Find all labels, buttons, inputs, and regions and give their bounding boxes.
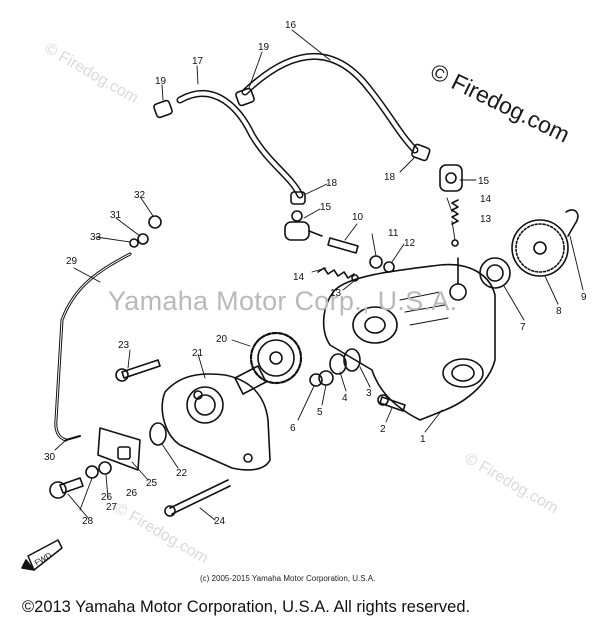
callout-1: 1: [420, 434, 426, 445]
clip-9: [565, 209, 579, 237]
washer-3: [343, 348, 361, 372]
callout-22: 22: [176, 468, 188, 479]
callout-17: 17: [192, 56, 204, 67]
driven-gear-20: [234, 331, 303, 395]
hose-17: [176, 90, 304, 199]
washer-4: [329, 353, 347, 375]
callout-3: 3: [366, 388, 372, 399]
callout-14a: 14: [293, 272, 305, 283]
small-copyright: (c) 2005-2015 Yamaha Motor Corporation, …: [200, 574, 376, 583]
callout-2: 2: [380, 424, 386, 435]
washer-11: [369, 255, 383, 269]
callout-10: 10: [352, 212, 364, 223]
callout-5: 5: [317, 407, 323, 418]
callout-7: 7: [520, 322, 526, 333]
banjo-15b: [439, 164, 463, 192]
pump-body-1: [322, 263, 496, 421]
washer-33: [129, 238, 139, 248]
callout-15a: 15: [320, 202, 332, 213]
washer-12: [383, 261, 395, 273]
bleed-screw-10: [327, 237, 359, 254]
oil-seal-7: [479, 257, 511, 289]
callout-24: 24: [214, 516, 226, 527]
callout-4: 4: [342, 393, 348, 404]
screw-2: [379, 396, 406, 412]
callout-8: 8: [556, 306, 562, 317]
footer-copyright: ©2013 Yamaha Motor Corporation, U.S.A. A…: [22, 598, 471, 616]
screw-23: [121, 359, 161, 379]
callout-32: 32: [134, 190, 146, 201]
callout-19a: 19: [258, 42, 270, 53]
callout-20: 20: [216, 334, 228, 345]
callout-13b: 13: [480, 214, 492, 225]
callout-9: 9: [581, 292, 587, 303]
clip-18b: [411, 143, 431, 162]
callout-15b: 15: [478, 176, 490, 187]
callout-33: 33: [90, 232, 102, 243]
banjo-15a: [284, 221, 310, 241]
callout-28: 28: [82, 516, 94, 527]
callout-26a: 26: [101, 492, 113, 503]
yamaha-watermark: Yamaha Motor Corp., U.S.A.: [108, 286, 458, 316]
callout-29: 29: [66, 256, 78, 267]
pin-30: [65, 435, 81, 441]
callout-21: 21: [192, 348, 204, 359]
callout-6: 6: [290, 423, 296, 434]
clip-19a: [153, 99, 173, 119]
spring-14a: [317, 267, 355, 279]
nut-31: [137, 233, 149, 245]
clip-18a: [290, 191, 306, 205]
o-ring-22: [149, 422, 167, 446]
washer-32: [148, 215, 162, 229]
lever-25: [97, 427, 141, 471]
washer-27: [85, 465, 99, 479]
callout-27: 27: [106, 502, 118, 513]
callout-13a: 13: [330, 288, 342, 299]
bolt-28: [59, 477, 84, 494]
washer-6: [309, 373, 323, 387]
callout-14b: 14: [480, 194, 492, 205]
callout-18a: 18: [326, 178, 338, 189]
ball-13b: [451, 239, 459, 247]
washer-26a: [98, 461, 112, 475]
callout-31: 31: [110, 210, 122, 221]
pump-cover-21: [161, 373, 271, 471]
callout-23: 23: [118, 340, 130, 351]
callout-18b: 18: [384, 172, 396, 183]
callout-30: 30: [44, 452, 56, 463]
fwd-label: FWD: [33, 551, 53, 568]
callout-11: 11: [388, 228, 399, 239]
callout-12: 12: [404, 238, 416, 249]
callout-19b: 19: [155, 76, 167, 87]
spring-14b: [451, 199, 459, 225]
fwd-arrow: [21, 539, 63, 571]
callout-16: 16: [285, 20, 297, 31]
plate-8: [511, 219, 569, 277]
clip-19b: [235, 87, 255, 107]
screw-24: [169, 479, 231, 515]
callout-26b: 26: [126, 488, 138, 499]
callout-25: 25: [146, 478, 158, 489]
